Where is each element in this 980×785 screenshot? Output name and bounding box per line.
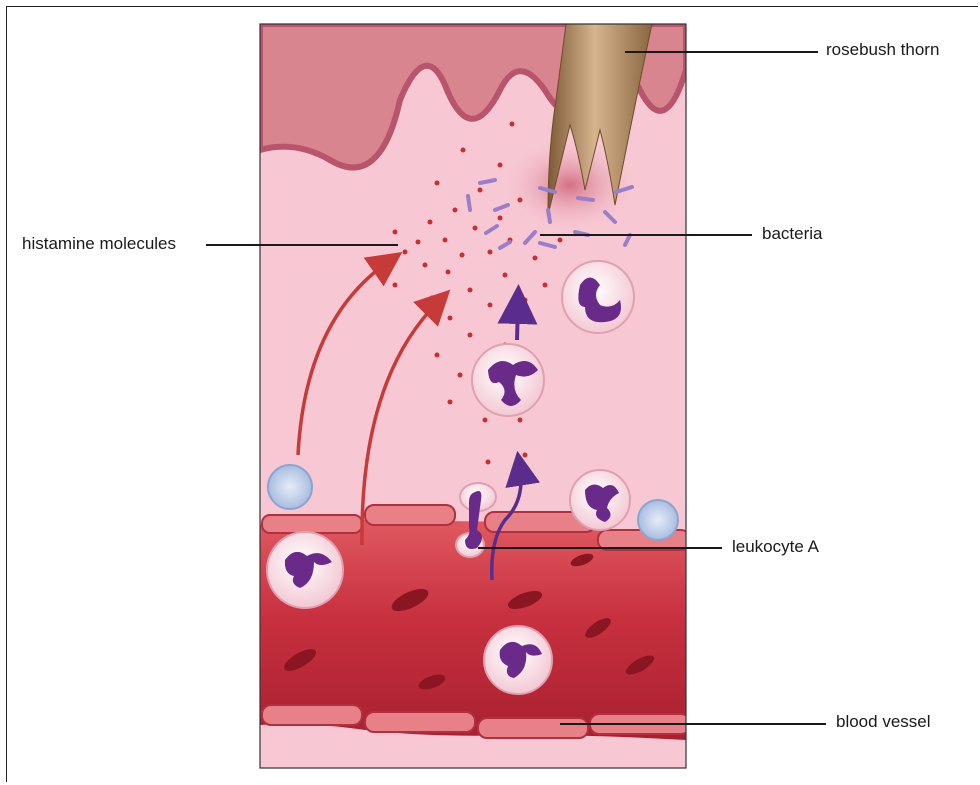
label-bacteria: bacteria xyxy=(762,224,822,244)
label-rosebush-thorn: rosebush thorn xyxy=(826,40,939,60)
label-blood-vessel: blood vessel xyxy=(836,712,931,732)
migration-arrow-upper xyxy=(517,304,518,340)
label-histamine-molecules: histamine molecules xyxy=(22,234,176,254)
label-leukocyte-a: leukocyte A xyxy=(732,537,819,557)
tissue-panel xyxy=(260,24,690,768)
